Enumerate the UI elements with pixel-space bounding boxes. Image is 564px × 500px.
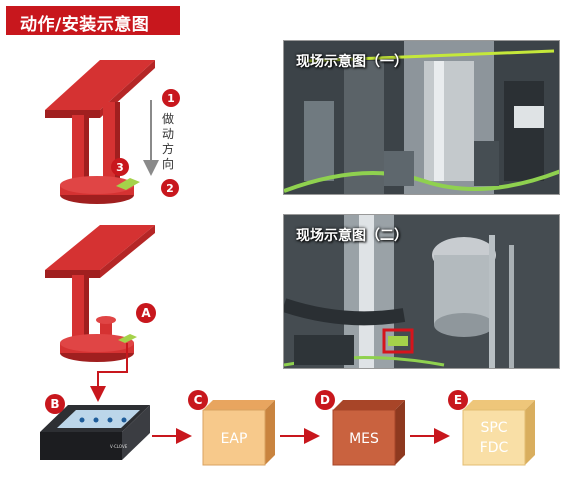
device-screen-dots bbox=[79, 417, 127, 423]
svg-text:A: A bbox=[141, 306, 151, 320]
svg-text:B: B bbox=[50, 397, 59, 411]
badge-b: B bbox=[45, 394, 65, 414]
badge-e: E bbox=[448, 390, 468, 410]
site-photo-two: 现场示意图（二） bbox=[283, 214, 560, 369]
sensor-connector-arrow bbox=[90, 343, 128, 402]
site-photo-one: 现场示意图（一） bbox=[283, 40, 560, 195]
site-photo-one-image bbox=[284, 41, 559, 194]
svg-text:1: 1 bbox=[167, 92, 175, 105]
svg-text:D: D bbox=[320, 393, 330, 407]
svg-text:方: 方 bbox=[162, 141, 174, 156]
eap-label: EAP bbox=[221, 431, 248, 447]
press-machine-two bbox=[45, 225, 155, 362]
page-title: 动作/安装示意图 bbox=[6, 6, 184, 35]
site-photo-one-title: 现场示意图（一） bbox=[296, 54, 408, 70]
mes-label: MES bbox=[349, 431, 379, 447]
svg-text:E: E bbox=[454, 393, 462, 407]
site-photo-two-image bbox=[284, 215, 559, 368]
spc-label: SPC bbox=[480, 420, 507, 436]
device-brand: V·CLOVE bbox=[110, 444, 128, 449]
badge-3: 3 bbox=[111, 158, 129, 176]
direction-label: 做 动 方 向 bbox=[162, 111, 174, 171]
badge-c: C bbox=[188, 390, 208, 410]
mes-box: MES bbox=[332, 400, 405, 466]
svg-text:做: 做 bbox=[162, 111, 174, 126]
fdc-label: FDC bbox=[480, 440, 509, 456]
svg-text:C: C bbox=[194, 393, 203, 407]
svg-text:2: 2 bbox=[166, 182, 174, 195]
badge-a: A bbox=[136, 303, 156, 323]
svg-text:向: 向 bbox=[162, 156, 174, 171]
site-photo-two-title: 现场示意图（二） bbox=[296, 228, 408, 244]
spc-fdc-box: SPC FDC bbox=[462, 400, 535, 466]
svg-text:3: 3 bbox=[116, 161, 124, 174]
badge-2: 2 bbox=[161, 179, 179, 197]
eap-box: EAP bbox=[202, 400, 275, 466]
svg-text:动: 动 bbox=[162, 127, 174, 141]
badge-d: D bbox=[315, 390, 335, 410]
press-machine-one bbox=[45, 60, 155, 204]
collector-device: V·CLOVE bbox=[40, 405, 150, 460]
badge-1: 1 bbox=[162, 89, 180, 107]
